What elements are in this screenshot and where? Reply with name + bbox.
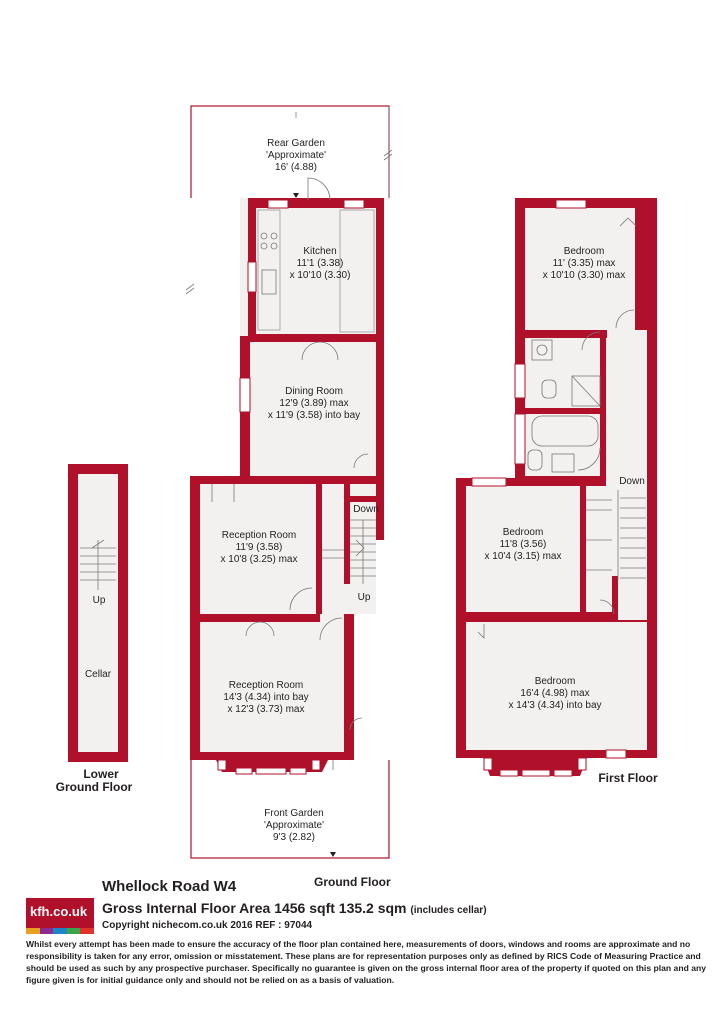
bedroom-front-room [466,622,647,750]
bedroom-front-name: Bedroom [535,676,576,687]
front-garden-approx: 'Approximate' [264,820,324,831]
bedroom-rear-dim1: 11' (3.35) max [553,258,616,269]
bedroom-middle-name: Bedroom [503,527,544,538]
bedroom-front-dim2: x 14'3 (4.34) into bay [508,700,601,711]
lower-ground-title-1: Lower [83,767,119,781]
ground-stairs-up-label: Up [358,592,371,603]
reception-room-1-dim2: x 10'8 (3.25) max [221,554,298,565]
reception-room-1-dim1: 11'9 (3.58) [236,542,283,553]
gia-text: Gross Internal Floor Area 1456 sqft 135.… [102,900,407,916]
front-garden-dim: 9'3 (2.82) [273,832,315,843]
property-address: Whellock Road W4 [102,878,237,895]
first-floor-stairs [586,490,646,580]
logo-color-segment [53,928,67,934]
first-floor-plan: Bedroom 11' (3.35) max x 10'10 (3.30) ma… [456,198,658,785]
bedroom-middle-dim2: x 10'4 (3.15) max [485,551,562,562]
bedroom-middle-dim1: 11'8 (3.56) [500,539,547,550]
logo-text: kfh.co.uk [30,904,88,919]
bedroom-rear-room [525,208,635,330]
rear-garden-label: Rear Garden [267,138,325,149]
front-garden-arrow-icon [330,852,336,857]
kitchen-dim1: 11'1 (3.38) [297,258,344,269]
dining-room [250,342,376,476]
ground-stairs-down-label: Down [353,504,379,515]
ground-floor-stairs [322,519,376,584]
dining-room-name: Dining Room [285,386,343,397]
bedroom-rear-name: Bedroom [564,246,605,257]
bedroom-rear-dim2: x 10'10 (3.30) max [543,270,626,281]
kitchen-dim2: x 10'10 (3.30) [290,270,351,281]
reception-room-1 [200,484,316,614]
reception-room-1-name: Reception Room [222,530,296,541]
gia-note: (includes cellar) [410,905,487,916]
ground-floor-title: Ground Floor [314,875,391,889]
logo-color-segment [66,928,81,934]
cellar-name: Cellar [85,669,112,680]
bedroom-middle-room [466,486,580,612]
first-floor-title: First Floor [598,771,658,785]
reception-room-2-dim2: x 12'3 (3.73) max [228,704,305,715]
landing [606,330,647,620]
lower-ground-floor-plan: Up Cellar Lower Ground Floor [56,464,133,794]
dining-room-dim2: x 11'9 (3.58) into bay [268,410,360,421]
logo-color-segment [80,928,94,934]
logo-color-segment [26,928,40,934]
reception-room-2-dim1: 14'3 (4.34) into bay [223,692,308,703]
rear-garden-dim: 16' (4.88) [275,162,317,173]
cellar-room [78,474,118,752]
first-stairs-down-label: Down [619,476,645,487]
dining-room-dim1: 12'9 (3.89) max [279,398,348,409]
cellar-stairs-up-label: Up [93,595,106,606]
reception-room-2-name: Reception Room [229,680,303,691]
rear-garden-arrow-icon [293,193,299,198]
bedroom-front-dim1: 16'4 (4.98) max [520,688,589,699]
logo-color-bar [26,928,94,934]
rear-garden-approx: 'Approximate' [266,150,326,161]
kitchen-name: Kitchen [303,246,336,257]
lower-ground-title-2: Ground Floor [56,780,133,794]
copyright-line: Copyright nichecom.co.uk 2016 REF : 9704… [102,920,313,931]
gross-internal-area: Gross Internal Floor Area 1456 sqft 135.… [102,900,487,916]
bathroom [525,338,602,476]
front-garden-label: Front Garden [264,808,323,819]
ground-floor-plan: Rear Garden 'Approximate' 16' (4.88) Kit… [185,105,393,859]
logo-color-segment [39,928,54,934]
cellar-stairs [80,539,116,590]
disclaimer-text: Whilst every attempt has been made to en… [26,939,707,985]
